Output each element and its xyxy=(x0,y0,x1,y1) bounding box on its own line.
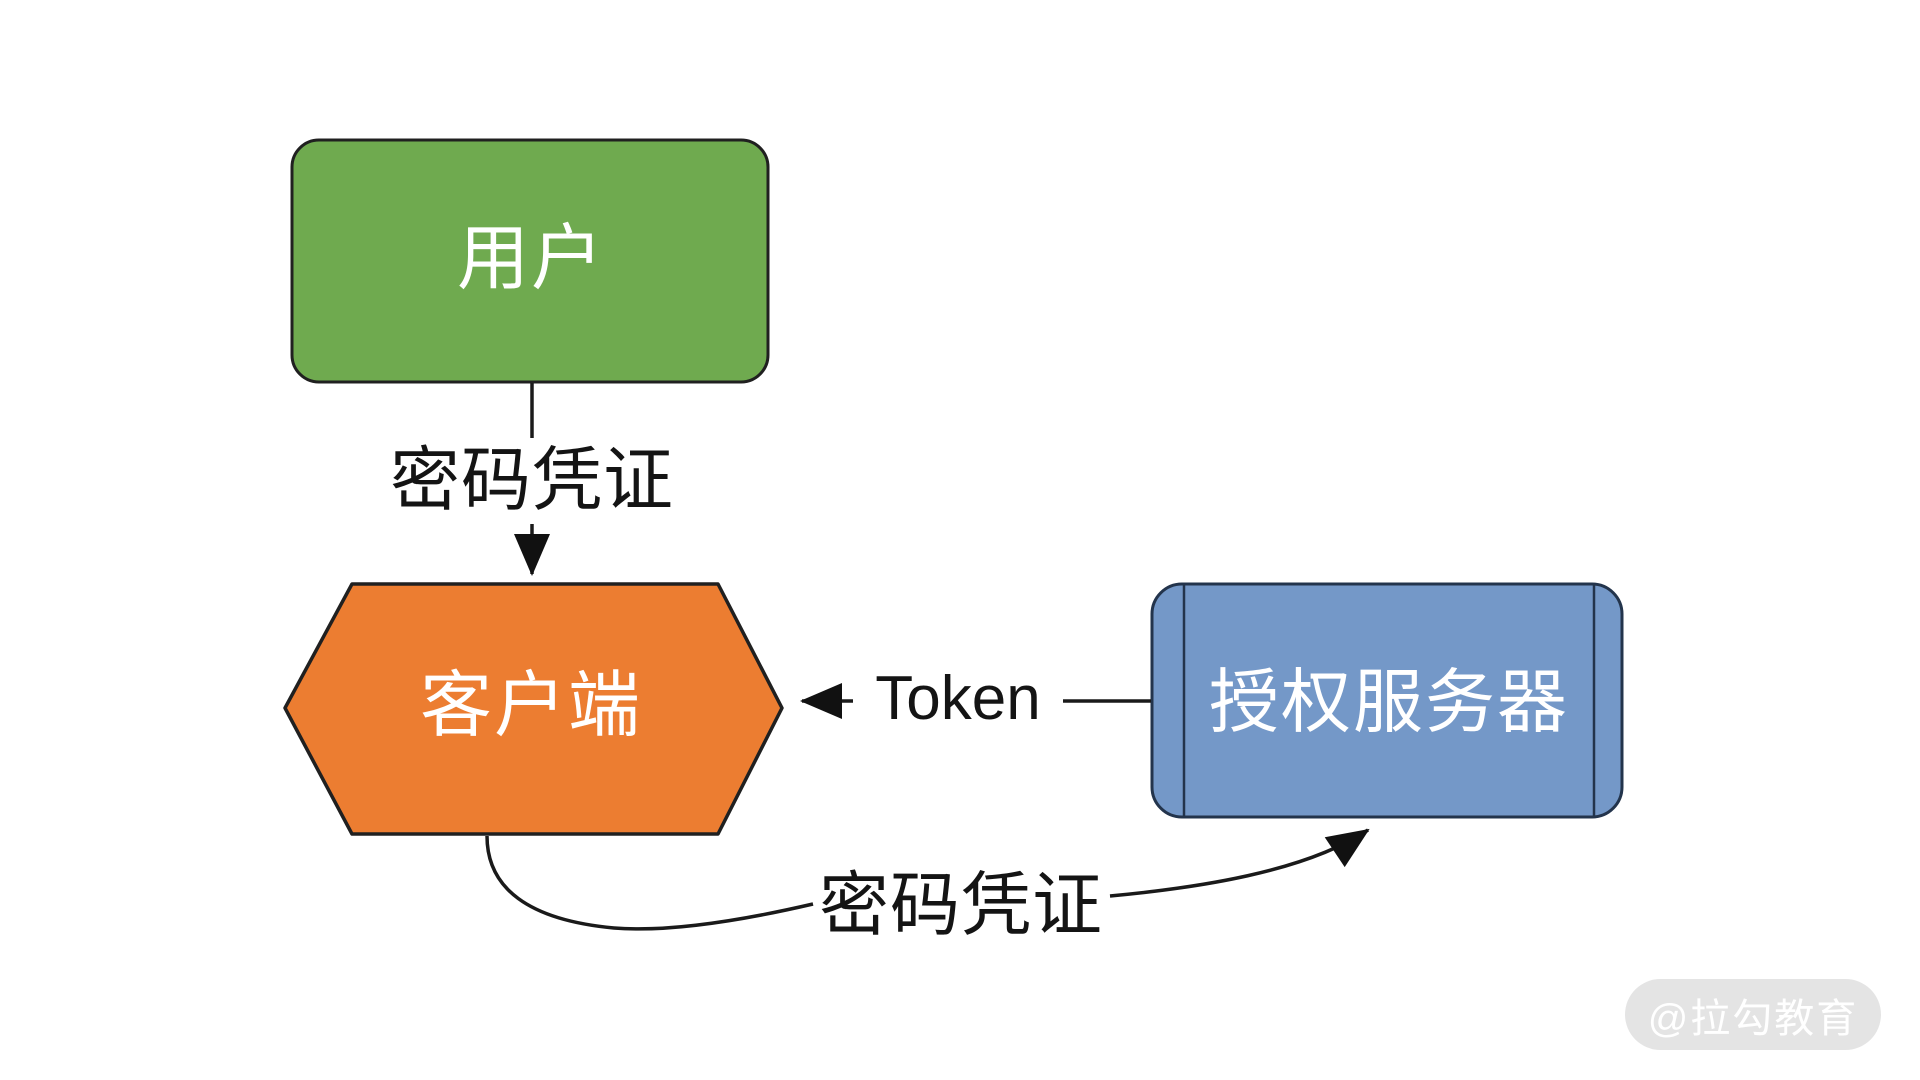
watermark-text: @拉勾教育 xyxy=(1647,996,1859,1041)
client-node-shape xyxy=(283,582,784,836)
edge-client-to-server-curve-left xyxy=(485,835,814,931)
auth-server-node-label: 授权服务器 xyxy=(1209,663,1569,741)
watermark-badge: @拉勾教育 xyxy=(1625,979,1881,1050)
edge-label-password-credential-bottom: 密码凭证 xyxy=(819,866,1103,944)
edge-label-token: Token xyxy=(875,664,1041,733)
auth-server-node-shape xyxy=(1150,582,1624,819)
edge-label-password-credential-top: 密码凭证 xyxy=(390,441,674,519)
user-node-shape xyxy=(290,138,770,384)
user-node-label: 用户 xyxy=(456,219,606,299)
client-node-label: 客户端 xyxy=(419,666,643,746)
edge-client-to-server-curve-right xyxy=(1109,828,1370,898)
